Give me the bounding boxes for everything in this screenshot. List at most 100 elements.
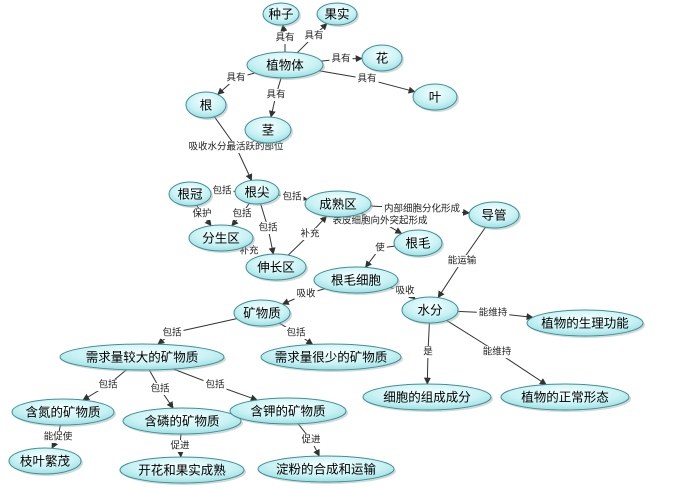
edge-zhiwuti-ye: 具有 xyxy=(318,70,416,94)
node-label: 植物的生理功能 xyxy=(541,316,629,331)
edge-label-background xyxy=(355,73,379,85)
edge-label: 能维持 xyxy=(483,346,512,358)
edge-label: 包括 xyxy=(212,185,232,197)
edge-label-background xyxy=(294,288,318,300)
edge-arrow-line xyxy=(437,260,463,299)
edge-label: 吸收 xyxy=(395,285,415,297)
node-kaihua: 开花和果实成熟 xyxy=(119,456,246,485)
edge-label-background xyxy=(284,327,308,339)
node-zhiwuti: 植物体 xyxy=(246,51,325,80)
edge-daliang-hanjia: 包括 xyxy=(173,368,258,402)
node-ellipse xyxy=(59,343,225,371)
edge-label-background xyxy=(421,346,435,358)
node-zuchengchengfen: 细胞的组成成分 xyxy=(362,383,493,412)
node-zhongzi: 种子 xyxy=(262,2,301,27)
node-label: 含磷的矿物质 xyxy=(144,414,219,429)
node-label: 根毛 xyxy=(405,236,431,251)
edge-genmao-genmaoxibao: 使 xyxy=(365,242,395,268)
edge-label: 是 xyxy=(423,347,433,358)
node-label: 种子 xyxy=(268,7,293,22)
edge-label-background xyxy=(302,30,326,42)
node-henshao: 需求量很少的矿物质 xyxy=(260,343,403,372)
node-label: 开花和果实成熟 xyxy=(138,463,226,478)
edge-label: 补充 xyxy=(239,245,259,257)
edge-hanlin-kaihua: 促进 xyxy=(168,433,192,458)
node-ellipse xyxy=(119,456,245,484)
node-label: 植物体 xyxy=(266,58,304,73)
node-label: 矿物质 xyxy=(243,306,281,321)
node-label: 枝叶繁茂 xyxy=(20,454,71,469)
edge-daoguan-shuifen: 能运输 xyxy=(437,226,486,299)
node-ellipse xyxy=(245,253,307,281)
edge-label: 具有 xyxy=(357,73,376,85)
node-label: 含钾的矿物质 xyxy=(250,404,325,419)
edge-label: 具有 xyxy=(275,32,294,44)
node-genguan: 根冠 xyxy=(168,181,213,208)
edge-zhiwuti-gen: 具有 xyxy=(217,72,256,95)
edge-label: 包括 xyxy=(150,383,170,395)
node-label: 根冠 xyxy=(177,187,203,202)
node-hanjia: 含钾的矿物质 xyxy=(229,397,348,426)
edge-fenshengqu-shenzhangqu: 补充 xyxy=(237,245,261,257)
node-guoshi: 果实 xyxy=(316,2,359,27)
edge-genjian-genguan: 包括 xyxy=(210,185,236,197)
edge-label-background xyxy=(96,379,120,391)
node-ellipse xyxy=(257,455,395,483)
node-ellipse xyxy=(11,398,115,426)
edge-gen-genjian: 吸收水分最活跃的部位 xyxy=(186,116,286,182)
node-fenshengqu: 分生区 xyxy=(188,224,255,253)
edge-label-background xyxy=(480,346,514,358)
edge-label-background xyxy=(264,89,288,101)
node-ellipse xyxy=(468,201,520,229)
edge-chengshuqu-daoguan: 内部细胞分化形成 xyxy=(370,203,471,216)
edge-shuifen-zhengchangxingtai: 能维持 xyxy=(446,320,547,385)
edge-zhiwuti-hua: 具有 xyxy=(321,53,363,65)
edge-label: 补充 xyxy=(300,228,320,240)
edge-label-background xyxy=(373,242,387,254)
edge-label: 包括 xyxy=(286,327,306,339)
node-shuifen: 水分 xyxy=(401,296,460,325)
edge-label-background xyxy=(299,434,323,446)
node-hua: 花 xyxy=(361,44,404,73)
edge-genjian-chengshuqu: 包括 xyxy=(278,191,308,203)
edge-label-background xyxy=(190,208,214,220)
node-label: 伸长区 xyxy=(257,260,295,275)
edge-label: 包括 xyxy=(205,379,225,391)
node-ellipse xyxy=(168,181,212,207)
node-genjian: 根尖 xyxy=(234,179,281,206)
edge-shuifen-zuchengchengfen: 是 xyxy=(421,322,435,385)
edge-label-background xyxy=(298,228,322,240)
node-label: 叶 xyxy=(429,90,442,105)
node-ellipse xyxy=(500,383,630,411)
edge-label: 包括 xyxy=(282,191,302,203)
edge-label: 使 xyxy=(375,242,385,254)
node-chengshuqu: 成熟区 xyxy=(304,190,373,219)
node-daliang: 需求量较大的矿物质 xyxy=(59,343,226,372)
edge-label-background xyxy=(256,222,280,234)
edge-kuangwuzhi-henshao: 包括 xyxy=(279,322,314,345)
edge-label-background xyxy=(230,208,254,220)
node-ellipse xyxy=(401,296,459,324)
edge-label-background xyxy=(203,379,227,391)
node-ellipse xyxy=(244,116,292,144)
edge-genjian-fenshengqu: 包括 xyxy=(230,202,254,227)
node-ellipse xyxy=(316,2,358,26)
edge-label: 包括 xyxy=(98,379,118,391)
node-label: 根 xyxy=(200,98,213,113)
edge-label: 能维持 xyxy=(479,307,508,319)
node-ellipse xyxy=(229,397,347,425)
node-ellipse xyxy=(8,447,82,475)
edge-daliang-handan: 包括 xyxy=(82,369,127,401)
edge-handan-zhiye: 能促使 xyxy=(41,424,75,449)
node-label: 淀粉的合成和运输 xyxy=(276,462,377,477)
edge-label-background xyxy=(168,440,192,452)
edge-label: 包括 xyxy=(258,222,278,234)
edge-label: 包括 xyxy=(162,327,182,339)
node-shenglign: 植物的生理功能 xyxy=(526,309,645,338)
edge-shuifen-shenglign: 能维持 xyxy=(457,307,534,321)
edge-label: 能运输 xyxy=(448,255,477,267)
node-ellipse xyxy=(260,343,402,371)
edge-label-background xyxy=(476,307,510,319)
edge-genmaoxibao-kuangwuzhi: 吸收 xyxy=(281,288,325,305)
